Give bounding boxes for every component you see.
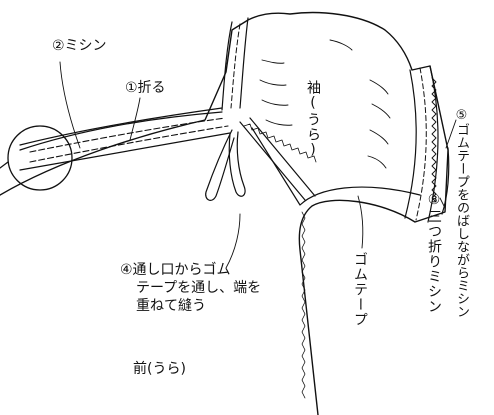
label-step4-line2: テープを通し、端を bbox=[136, 280, 262, 296]
right-cuff-inner bbox=[427, 65, 439, 223]
underarm-band-a bbox=[239, 121, 306, 201]
right-cuff-zigzag bbox=[431, 77, 437, 203]
label-step4-line3: 重ねて縫う bbox=[136, 298, 206, 314]
label-sleeve: 袖(うら) bbox=[305, 80, 321, 159]
front-left-edge bbox=[19, 111, 223, 151]
circle-tail bbox=[0, 161, 9, 169]
right-cuff-edge bbox=[441, 147, 450, 215]
label-step2: ②ミシン bbox=[52, 38, 107, 54]
left-casing-dashed-1 bbox=[29, 117, 226, 153]
label-elastic: ゴムテープ bbox=[352, 252, 368, 327]
elastic-loop bbox=[205, 129, 235, 201]
left-casing-dashed-2 bbox=[29, 125, 229, 163]
left-casing-bottom bbox=[19, 132, 231, 171]
label-front: 前(うら) bbox=[133, 361, 186, 377]
sleeve-cap-band-left bbox=[221, 21, 233, 111]
sleeve-cap-band-right bbox=[239, 17, 249, 109]
detail-circle bbox=[7, 125, 73, 191]
label-step5: ⑤ゴムテープをのばしながらミシン bbox=[454, 108, 469, 318]
left-casing-outer bbox=[19, 107, 223, 146]
elastic-loop-2 bbox=[228, 131, 246, 197]
label-step1: ①折る bbox=[125, 80, 166, 96]
front-bodice-outline bbox=[0, 11, 449, 415]
front-side-zigzag bbox=[301, 211, 306, 399]
right-cuff-outer bbox=[404, 69, 417, 219]
label-step4-line1: ④通し口からゴム bbox=[120, 262, 231, 278]
sleeve-cap-dashed bbox=[230, 23, 241, 109]
right-cuff-dashed bbox=[415, 67, 427, 221]
leader-lines bbox=[59, 61, 457, 269]
underarm-zigzag bbox=[243, 123, 317, 163]
label-step3: ③三つ折りミシン bbox=[426, 192, 442, 314]
underarm-band-b bbox=[249, 117, 316, 197]
sleeve-gathers bbox=[259, 39, 391, 169]
front-armhole-edge bbox=[251, 127, 421, 206]
